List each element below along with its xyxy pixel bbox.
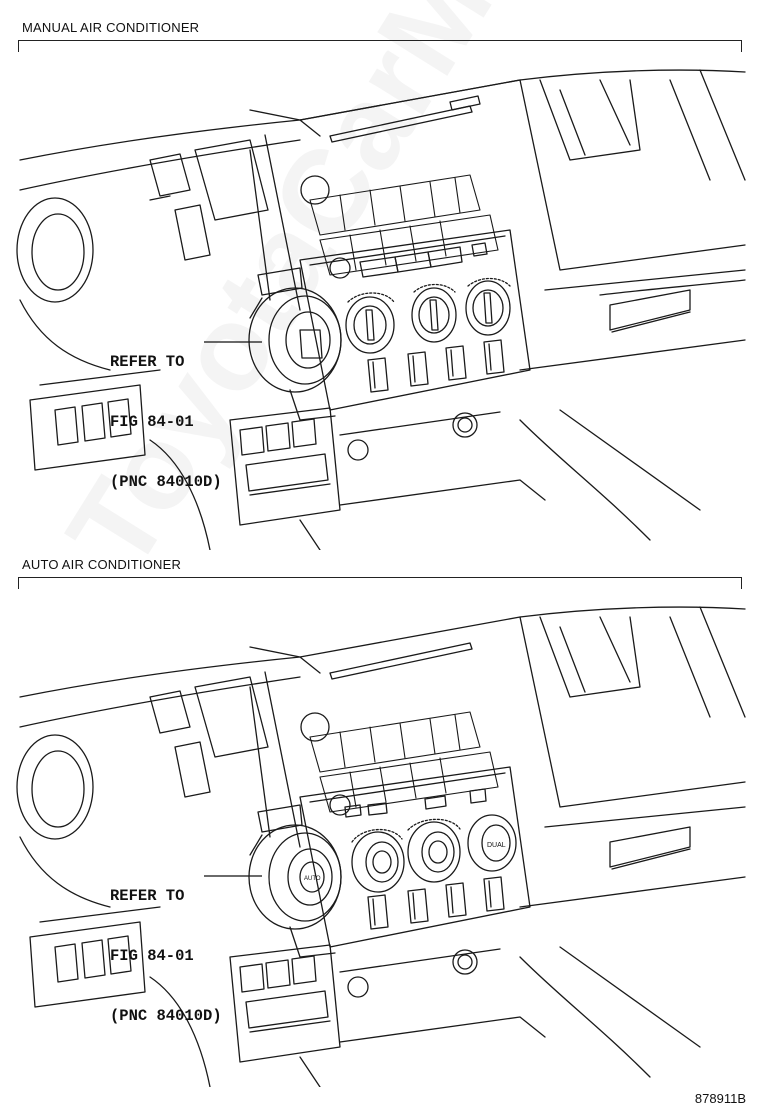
callout-line-refer: REFER TO <box>110 353 185 371</box>
section-title-manual: MANUAL AIR CONDITIONER <box>22 20 200 35</box>
auto-knob-label: AUTO <box>304 876 321 882</box>
frame-tick <box>18 40 19 52</box>
callout-line-pnc: (PNC 84010D) <box>110 1007 222 1025</box>
callout-line-fig: FIG 84-01 <box>110 413 194 431</box>
frame-tick <box>741 40 742 52</box>
frame-line <box>18 577 742 578</box>
frame-line <box>18 40 742 41</box>
section-title-auto: AUTO AIR CONDITIONER <box>22 557 182 572</box>
frame-tick <box>18 577 19 589</box>
callout-line-refer: REFER TO <box>110 887 185 905</box>
dashboard-illustration-manual <box>0 40 760 550</box>
callout-auto: REFER TO FIG 84-01 (PNC 84010D) <box>110 846 222 1046</box>
callout-line-fig: FIG 84-01 <box>110 947 194 965</box>
figure-number: 878911B <box>694 1091 746 1106</box>
dual-label: DUAL <box>487 842 506 849</box>
callout-manual: REFER TO FIG 84-01 (PNC 84010D) <box>110 312 222 512</box>
callout-line-pnc: (PNC 84010D) <box>110 473 222 491</box>
frame-tick <box>741 577 742 589</box>
dashboard-illustration-auto: DUAL AUTO <box>0 577 760 1087</box>
